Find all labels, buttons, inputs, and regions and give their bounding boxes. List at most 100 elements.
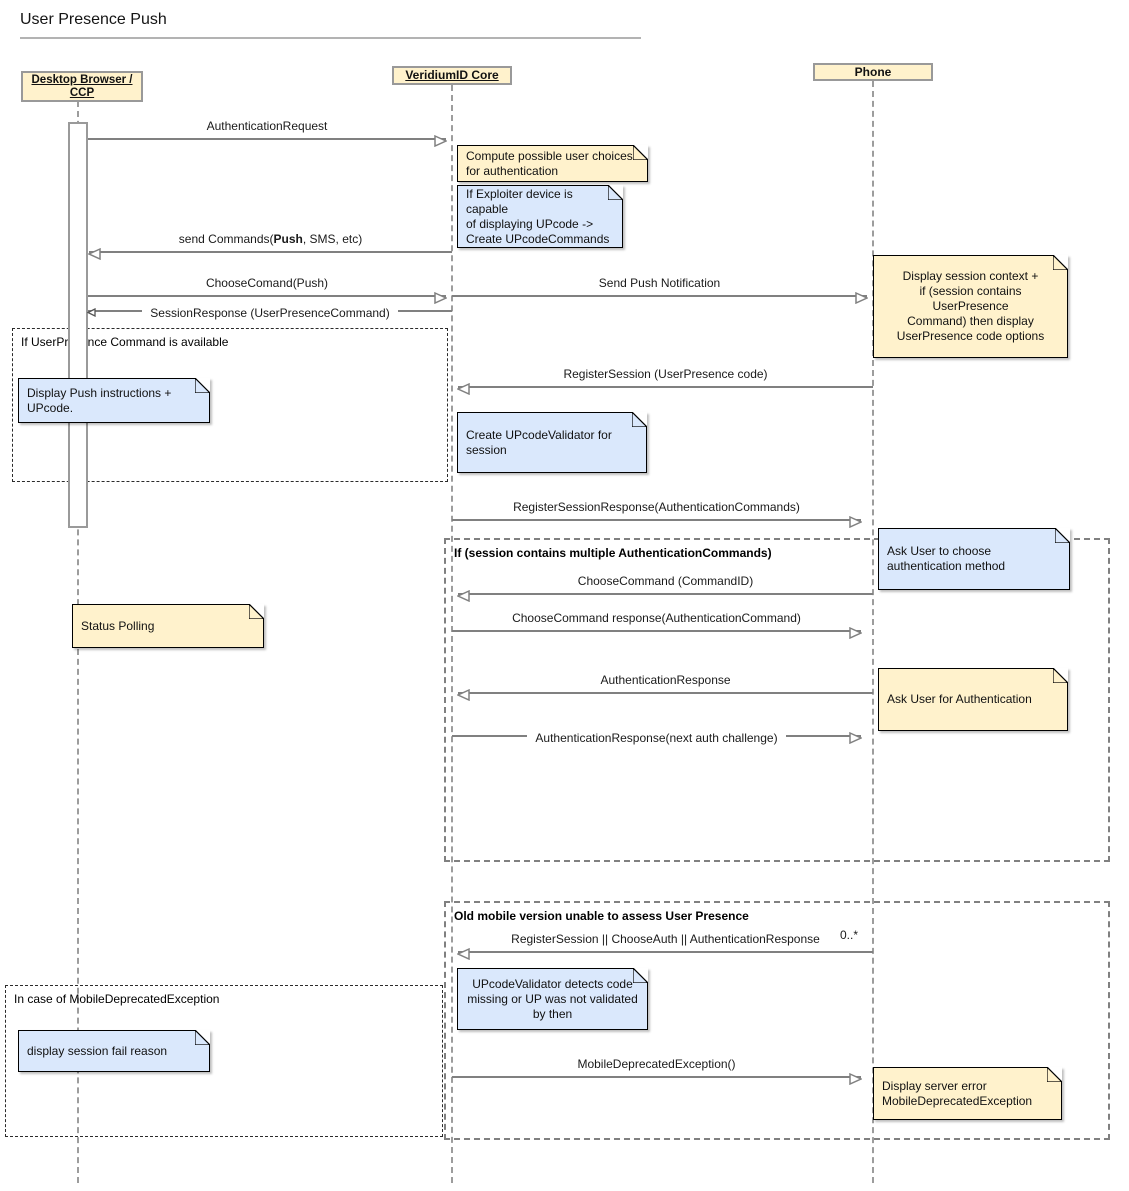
fragment-label: If (session contains multiple Authentica… xyxy=(454,546,772,560)
note-create-upcode-validator: Create UPcodeValidator for session xyxy=(457,412,647,473)
note-ask-authentication: Ask User for Authentication xyxy=(878,668,1068,731)
note-text: Display Push instructions + UPcode. xyxy=(27,385,172,415)
note-text: Display session context + if (session co… xyxy=(896,269,1045,343)
message-line xyxy=(458,386,873,388)
message-line xyxy=(452,295,867,297)
open-arrowhead-right-icon xyxy=(849,516,862,528)
message-send-push-notification: Send Push Notification xyxy=(452,273,868,304)
message-label: MobileDeprecatedException() xyxy=(577,1057,736,1071)
message-session-response: SessionResponse (UserPresenceCommand) xyxy=(87,288,452,320)
message-label: ChooseCommand response(AuthenticationCom… xyxy=(512,611,801,625)
message-label: SessionResponse (UserPresenceCommand) xyxy=(88,306,452,320)
title-underline xyxy=(20,37,641,39)
actor-desktop-browser: Desktop Browser / CCP xyxy=(21,71,143,102)
message-send-commands: send Commands(Push, SMS, etc) xyxy=(88,229,452,260)
note-text: display session fail reason xyxy=(27,1043,168,1058)
message-label: Send Push Notification xyxy=(598,276,721,290)
open-arrowhead-left-icon xyxy=(457,590,470,602)
fragment-if-multiple-commands: If (session contains multiple Authentica… xyxy=(444,538,1110,862)
message-authentication-response-next: AuthenticationResponse(next auth challen… xyxy=(452,713,862,745)
note-fold-icon xyxy=(608,185,623,200)
message-register-session: RegisterSession (UserPresence code) xyxy=(457,364,873,395)
note-fold-icon xyxy=(195,1030,210,1045)
note-fold-icon xyxy=(633,145,648,160)
note-exploiter-device: If Exploiter device is capable of displa… xyxy=(457,185,623,248)
fragment-label: Old mobile version unable to assess User… xyxy=(454,909,749,923)
note-text: UPcodeValidator detects code missing or … xyxy=(467,976,638,1021)
message-label: AuthenticationResponse(next auth challen… xyxy=(452,731,861,745)
note-fold-icon xyxy=(632,412,647,427)
message-label: send Commands(Push, SMS, etc) xyxy=(178,232,363,246)
message-label: RegisterSession (UserPresence code) xyxy=(563,367,768,381)
fragment-mobile-deprecated: In case of MobileDeprecatedException xyxy=(5,985,443,1137)
actor-label: VeridiumID Core xyxy=(405,68,499,82)
note-fold-icon xyxy=(1055,528,1070,543)
lifeline-core xyxy=(451,85,453,1183)
message-choose-comand-push: ChooseComand(Push) xyxy=(88,273,447,304)
message-label: RegisterSessionResponse(AuthenticationCo… xyxy=(513,500,800,514)
message-choose-command-response: ChooseCommand response(AuthenticationCom… xyxy=(452,608,862,639)
activation-bar-desktop xyxy=(68,122,88,528)
note-display-session-context: Display session context + if (session co… xyxy=(873,255,1068,358)
message-line xyxy=(89,251,452,253)
message-label: RegisterSession || ChooseAuth || Authent… xyxy=(511,932,820,946)
small-arrowhead-left-icon xyxy=(87,308,96,317)
message-line xyxy=(452,1076,861,1078)
message-register-or-choose: RegisterSession || ChooseAuth || Authent… xyxy=(457,929,873,960)
message-register-session-response: RegisterSessionResponse(AuthenticationCo… xyxy=(452,497,862,528)
note-text: Ask User to choose authentication method xyxy=(887,544,1006,573)
note-display-server-error: Display server error MobileDeprecatedExc… xyxy=(873,1067,1062,1120)
note-text: Display server error MobileDeprecatedExc… xyxy=(882,1078,1033,1108)
message-line xyxy=(458,951,873,953)
note-fold-icon xyxy=(633,968,648,983)
fragment-label: In case of MobileDeprecatedException xyxy=(14,992,220,1006)
note-text: If Exploiter device is capable of displa… xyxy=(466,186,610,246)
message-line xyxy=(88,295,446,297)
note-upcode-validator-detects: UPcodeValidator detects code missing or … xyxy=(457,968,648,1030)
message-line xyxy=(452,519,861,521)
open-arrowhead-left-icon xyxy=(88,248,101,260)
actor-veridiumid-core: VeridiumID Core xyxy=(392,66,512,85)
note-text: Status Polling xyxy=(81,618,155,633)
actor-phone: Phone xyxy=(813,63,933,81)
note-fold-icon xyxy=(1047,1067,1062,1082)
message-label: AuthenticationResponse xyxy=(600,673,731,687)
fragment-old-mobile: Old mobile version unable to assess User… xyxy=(444,901,1110,1140)
diagram-title: User Presence Push xyxy=(20,11,167,28)
message-authentication-response: AuthenticationResponse xyxy=(457,670,873,701)
note-fold-icon xyxy=(195,378,210,393)
open-arrowhead-right-icon xyxy=(849,732,862,744)
message-line xyxy=(458,692,873,694)
message-label: AuthenticationRequest xyxy=(206,119,328,133)
message-mobile-deprecated-exception: MobileDeprecatedException() xyxy=(452,1054,862,1085)
note-text: Ask User for Authentication xyxy=(887,692,1032,706)
open-arrowhead-right-icon xyxy=(434,135,447,147)
note-text: Create UPcodeValidator for session xyxy=(466,427,612,457)
message-choose-command: ChooseCommand (CommandID) xyxy=(457,571,873,602)
multiplicity-label: 0..* xyxy=(840,928,859,942)
message-authentication-request: AuthenticationRequest xyxy=(88,116,447,147)
open-arrowhead-left-icon xyxy=(457,689,470,701)
message-label: ChooseCommand (CommandID) xyxy=(577,574,754,588)
open-arrowhead-right-icon xyxy=(434,292,447,304)
note-compute-choices: Compute possible user choices for authen… xyxy=(457,145,648,182)
open-arrowhead-right-icon xyxy=(855,292,868,304)
actor-label: Desktop Browser / CCP xyxy=(31,73,133,99)
note-display-fail-reason: display session fail reason xyxy=(18,1030,210,1072)
message-label: ChooseComand(Push) xyxy=(205,276,329,290)
note-status-polling: Status Polling xyxy=(72,604,264,648)
note-fold-icon xyxy=(1053,255,1068,270)
note-fold-icon xyxy=(1053,668,1068,683)
message-line xyxy=(88,138,446,140)
open-arrowhead-left-icon xyxy=(457,383,470,395)
open-arrowhead-left-icon xyxy=(457,948,470,960)
note-display-push-instructions: Display Push instructions + UPcode. xyxy=(18,378,210,423)
message-line xyxy=(452,630,861,632)
message-line xyxy=(458,593,873,595)
actor-label: Phone xyxy=(854,64,892,79)
note-ask-choose-method: Ask User to choose authentication method xyxy=(878,528,1070,590)
lifeline-phone xyxy=(872,81,874,1183)
note-text: Compute possible user choices for authen… xyxy=(466,148,633,178)
note-fold-icon xyxy=(249,604,264,619)
